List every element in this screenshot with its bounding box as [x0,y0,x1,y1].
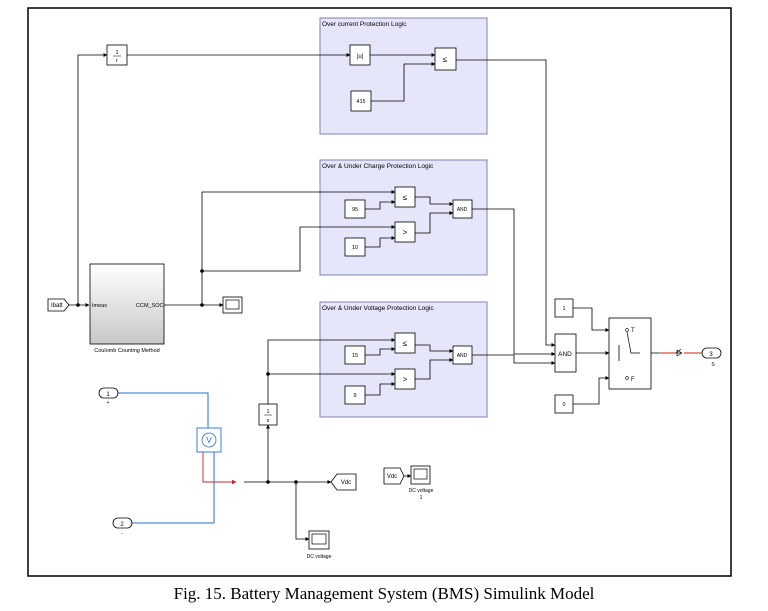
svg-text:2: 2 [120,522,124,528]
diagram-frame [27,7,732,577]
svg-text:15: 15 [352,353,358,359]
switch-true-label: T [631,328,635,334]
from-vdc-block[interactable]: Vdc [383,467,405,485]
physical-lines [118,392,215,524]
voltage-and-block[interactable]: AND [452,345,473,365]
svg-text:0: 0 [562,402,565,408]
soc-scope[interactable] [222,296,243,314]
final-and-block[interactable]: AND [554,333,577,373]
dc-voltage-scope-label: DC voltage [307,554,332,560]
figure-caption: Fig. 15. Battery Management System (BMS)… [173,584,595,603]
inport-1[interactable]: 1 + [98,387,119,406]
voltage-title: Over & Under Voltage Protection Logic [322,305,434,312]
coulomb-input-label: Imeas [92,303,107,309]
svg-text:1: 1 [562,306,565,312]
voltage-upper-compare-block[interactable]: ≤ [394,332,416,354]
inport-2[interactable]: 2 - [112,517,133,537]
switch-constant-1[interactable]: 1 [554,298,574,318]
coulomb-output-label: CCM_SOC [136,303,164,309]
ibatt-inport[interactable]: Ibatt [47,298,70,312]
voltage-lower-compare-block[interactable]: > [394,368,416,390]
charge-lower-compare-block[interactable]: > [394,221,416,243]
constant-15[interactable]: 15 [344,345,366,365]
constant-95[interactable]: 95 [344,199,366,219]
charge-and-block[interactable]: AND [452,199,473,219]
outport-3-label: S [711,362,715,368]
measurement-lines [202,352,676,485]
svg-text:Vdc: Vdc [341,480,351,486]
charge-upper-compare-block[interactable]: ≤ [394,186,416,208]
constant-9[interactable]: 9 [344,385,366,405]
svg-text:415: 415 [356,99,365,105]
svg-text:10: 10 [352,245,358,251]
dc-voltage-scope[interactable]: DC voltage [307,530,332,560]
outport-3[interactable]: 3 S [675,347,722,368]
switch-block[interactable]: T F [608,317,652,390]
svg-text:1: 1 [115,50,118,56]
svg-text:s: s [267,418,270,424]
dc-voltage-scope-1-label: DC voltage [409,488,434,494]
overcurrent-subsystem[interactable]: Over current Protection Logic [319,17,488,135]
goto-vdc-block[interactable]: Vdc [330,473,357,491]
svg-text:AND: AND [558,351,572,358]
svg-text:≤: ≤ [443,55,448,64]
overcurrent-title: Over current Protection Logic [322,21,407,28]
switch-constant-0[interactable]: 0 [554,394,574,414]
dc-voltage-scope-1[interactable]: DC voltage 1 [409,465,434,501]
svg-text:AND: AND [457,207,468,213]
gain-block[interactable]: 1 r [106,44,128,66]
signal-lines [69,53,681,541]
constant-415[interactable]: 415 [350,90,372,112]
svg-text:95: 95 [352,207,358,213]
constant-10[interactable]: 10 [344,237,366,257]
svg-text:1: 1 [266,409,269,415]
svg-text:3: 3 [709,352,713,358]
svg-text:r: r [116,58,118,64]
svg-text:Ibatt: Ibatt [51,303,63,309]
svg-text:≤: ≤ [403,339,408,348]
voltage-measurement-block[interactable]: V [196,427,222,453]
svg-text:≤: ≤ [403,193,408,202]
coulomb-counting-block[interactable]: Imeas CCM_SOC Coulomb Counting Method [89,263,165,354]
junction-dots [76,269,298,484]
integrator-block[interactable]: 1 s [258,403,278,426]
switch-false-label: F [631,377,635,383]
voltmeter-icon: V [206,436,212,445]
overcurrent-compare-block[interactable]: ≤ [434,47,457,71]
coulomb-block-name: Coulomb Counting Method [94,348,159,354]
svg-text:|u|: |u| [357,54,364,60]
abs-block[interactable]: |u| [349,44,371,66]
svg-text:>: > [403,375,408,384]
inport-2-label: - [121,531,123,537]
svg-text:9: 9 [353,393,356,399]
charge-title: Over & Under Charge Protection Logic [322,163,434,170]
svg-text:Vdc: Vdc [387,474,397,480]
inport-1-label: + [107,400,110,406]
svg-text:>: > [403,228,408,237]
svg-text:AND: AND [457,353,468,359]
dc-voltage-scope-1-sub: 1 [420,495,423,501]
svg-text:1: 1 [106,392,110,398]
